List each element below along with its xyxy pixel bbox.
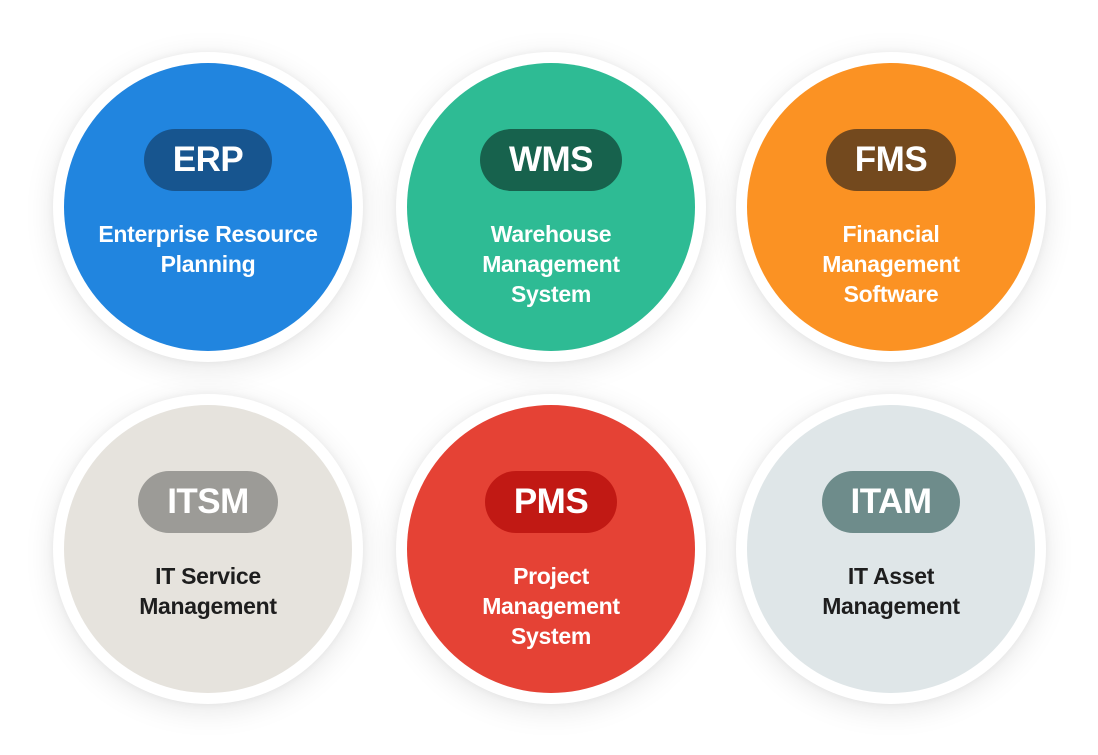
system-circle-pms: PMS Project Management System: [396, 394, 706, 704]
abbreviation-pill: PMS: [484, 471, 618, 533]
abbreviation-pill: ERP: [143, 129, 273, 191]
circle-fill: FMS Financial Management Software: [747, 63, 1035, 351]
circle-fill: ERP Enterprise Resource Planning: [64, 63, 352, 351]
system-name: IT Service Management: [139, 563, 277, 619]
system-name: Financial Management Software: [822, 221, 960, 307]
abbreviation-pill: FMS: [825, 129, 957, 191]
circle-fill: ITAM IT Asset Management: [747, 405, 1035, 693]
system-circle-erp: ERP Enterprise Resource Planning: [53, 52, 363, 362]
system-circle-itsm: ITSM IT Service Management: [53, 394, 363, 704]
circle-fill: PMS Project Management System: [407, 405, 695, 693]
system-circle-itam: ITAM IT Asset Management: [736, 394, 1046, 704]
abbreviation-pill: ITSM: [138, 471, 278, 533]
system-circle-fms: FMS Financial Management Software: [736, 52, 1046, 362]
system-name: IT Asset Management: [822, 563, 960, 619]
circle-fill: ITSM IT Service Management: [64, 405, 352, 693]
system-name: Enterprise Resource Planning: [98, 221, 318, 277]
system-name: Warehouse Management System: [482, 221, 620, 307]
abbreviation-pill: ITAM: [821, 471, 961, 533]
system-circle-wms: WMS Warehouse Management System: [396, 52, 706, 362]
system-name: Project Management System: [482, 563, 620, 649]
abbreviation-pill: WMS: [479, 129, 623, 191]
circle-fill: WMS Warehouse Management System: [407, 63, 695, 351]
